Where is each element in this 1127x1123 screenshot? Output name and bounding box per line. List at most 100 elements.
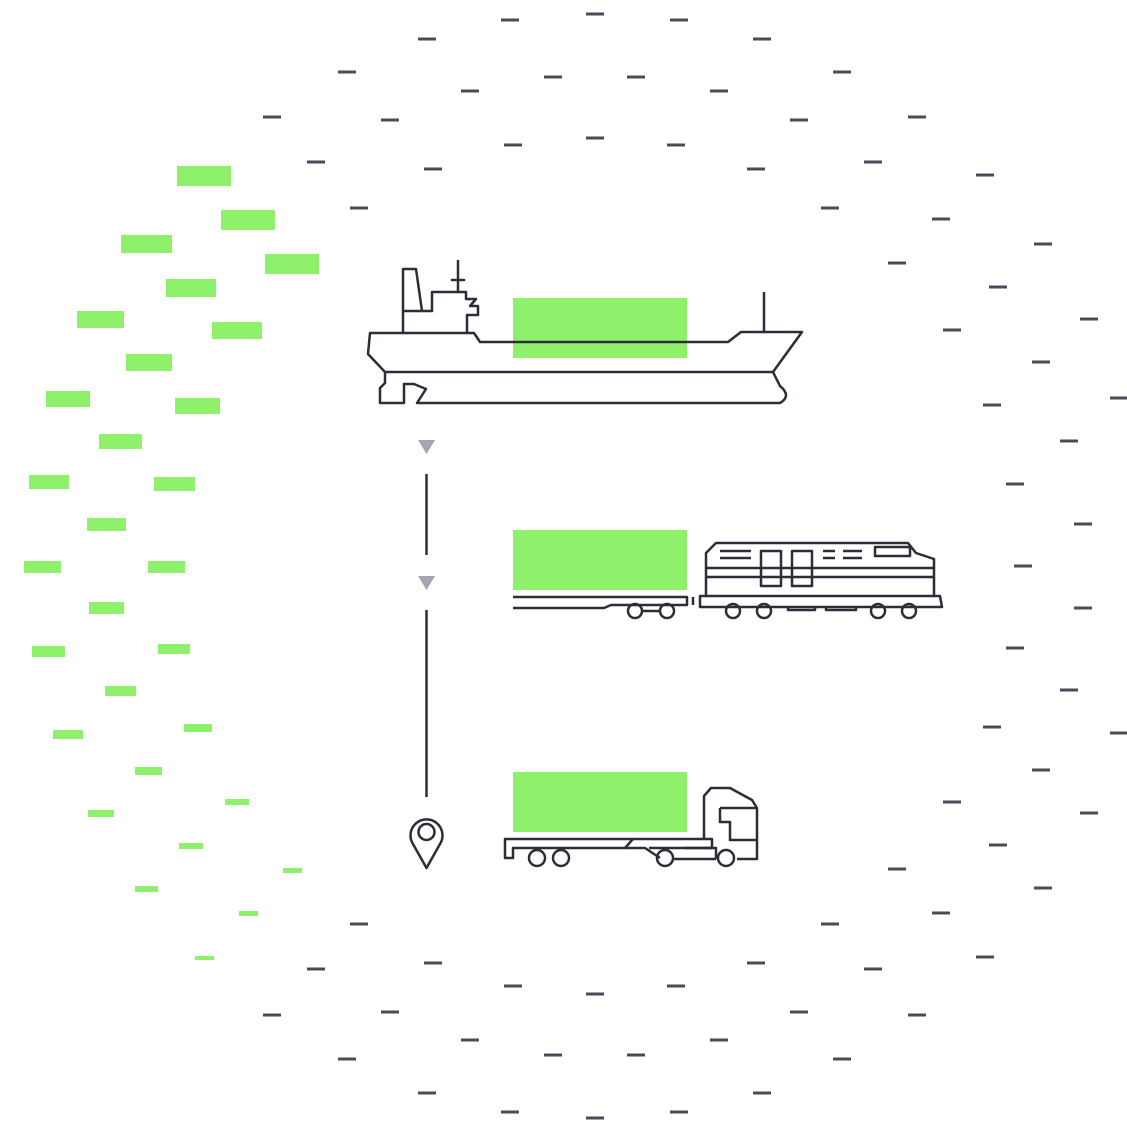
dash-mark [790,119,808,122]
motion-streak [32,646,65,657]
dash-mark [1032,769,1050,772]
dash-mark [888,868,906,871]
train-icon [513,530,942,618]
dash-mark [418,38,436,41]
motion-streak [212,322,262,339]
dash-mark [753,38,771,41]
dash-mark [908,116,926,119]
motion-streak [225,799,249,805]
dash-mark [461,90,479,93]
motion-streak [29,475,69,489]
motion-streak [154,477,195,491]
motion-streak [53,730,83,739]
dash-mark [864,161,882,164]
dash-mark [667,985,685,988]
ship-icon [368,261,802,403]
dash-mark [1014,565,1032,568]
dash-mark [627,1054,645,1057]
dash-mark [821,207,839,210]
dash-mark [544,76,562,79]
motion-streaks [24,166,319,960]
dash-mark [504,144,522,147]
dash-mark [381,119,399,122]
dash-mark [544,1054,562,1057]
dash-mark [263,1014,281,1017]
dash-mark [461,1039,479,1042]
dash-mark [833,71,851,74]
motion-streak [77,311,124,328]
dash-mark [790,1011,808,1014]
dash-mark [747,168,765,171]
dash-mark [932,218,950,221]
dash-mark [424,962,442,965]
dash-mark [501,1111,519,1114]
dash-mark [504,985,522,988]
dash-mark [307,968,325,971]
dash-mark [983,726,1001,729]
motion-streak [265,254,319,274]
dash-mark [586,137,604,140]
motion-streak [24,561,61,573]
dash-mark [1110,397,1127,400]
motion-streak [105,686,136,696]
dash-mark [1060,689,1078,692]
dash-mark [338,71,356,74]
motion-streak [148,561,185,573]
motion-streak [135,886,158,892]
motion-streak [184,724,212,732]
dash-mark [586,1117,604,1120]
motion-streak [121,235,172,253]
dash-mark [1060,440,1078,443]
dash-mark [263,116,281,119]
dash-mark [338,1058,356,1061]
dash-mark [1034,243,1052,246]
motion-streak [87,518,126,531]
dash-mark [983,404,1001,407]
dash-mark [864,968,882,971]
location-pin-icon [411,819,443,868]
dash-mark [586,993,604,996]
dash-mark [747,962,765,965]
dash-mark [670,19,688,22]
train-cargo-container [513,530,687,590]
dash-mark [1080,318,1098,321]
dash-mark [989,286,1007,289]
dash-mark [753,1092,771,1095]
dash-mark [501,19,519,22]
motion-streak [166,279,216,297]
truck-cargo-container [513,772,687,832]
dash-mark [833,1058,851,1061]
dash-mark [1006,483,1024,486]
motion-streak [175,398,220,414]
dash-mark [1110,732,1127,735]
motion-streak [89,602,124,614]
dash-ring [263,13,1127,1120]
dash-mark [307,161,325,164]
dash-mark [989,844,1007,847]
dash-mark [932,912,950,915]
dash-mark [710,1039,728,1042]
dash-mark [350,207,368,210]
motion-streak [46,391,90,407]
dash-mark [1074,523,1092,526]
motion-streak [99,434,142,449]
motion-streak [221,210,275,230]
dash-mark [943,801,961,804]
motion-streak [126,354,172,371]
dash-mark [976,956,994,959]
truck-icon [505,772,757,866]
motion-streak [177,166,231,186]
dash-mark [424,168,442,171]
dash-mark [1034,887,1052,890]
dash-mark [943,329,961,332]
dash-mark [350,923,368,926]
dash-mark [1032,361,1050,364]
dash-mark [670,1111,688,1114]
dash-mark [586,13,604,16]
dash-mark [888,262,906,265]
ship-cargo-container [513,298,687,358]
dash-mark [1080,812,1098,815]
dash-mark [667,144,685,147]
